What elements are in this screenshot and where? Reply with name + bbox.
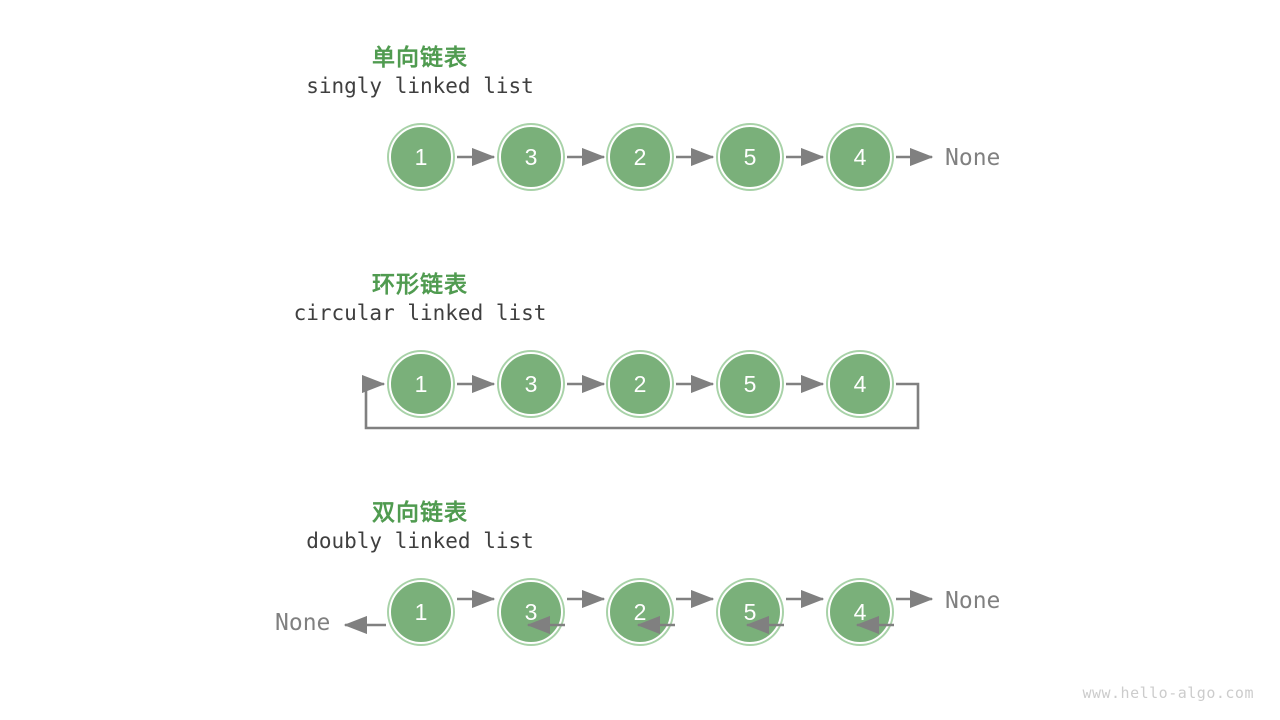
circular-title-en: circular linked list: [293, 301, 547, 325]
list-item: 1: [389, 580, 453, 644]
singly-title-en: singly linked list: [306, 74, 534, 98]
singly-tail-none-label: None: [945, 145, 1001, 171]
list-item: 4: [828, 580, 892, 644]
doubly-tail-none-label: None: [945, 588, 1001, 614]
singly-title-cn: 单向链表: [372, 44, 468, 70]
list-item: 4: [828, 125, 892, 189]
list-item: 2: [608, 125, 672, 189]
list-item: 1: [389, 125, 453, 189]
list-item: 5: [718, 580, 782, 644]
circular-title-cn: 环形链表: [372, 271, 468, 297]
list-item: 3: [499, 125, 563, 189]
list-item: 5: [718, 352, 782, 416]
list-item: 2: [608, 352, 672, 416]
list-item: 3: [499, 352, 563, 416]
list-item: 3: [499, 580, 563, 644]
doubly-title-en: doubly linked list: [306, 529, 534, 553]
list-item: 1: [389, 352, 453, 416]
doubly-title-cn: 双向链表: [372, 499, 468, 525]
list-item: 4: [828, 352, 892, 416]
list-item: 5: [718, 125, 782, 189]
watermark: www.hello-algo.com: [1082, 684, 1254, 702]
doubly-head-none-label: None: [275, 610, 331, 636]
list-item: 2: [608, 580, 672, 644]
